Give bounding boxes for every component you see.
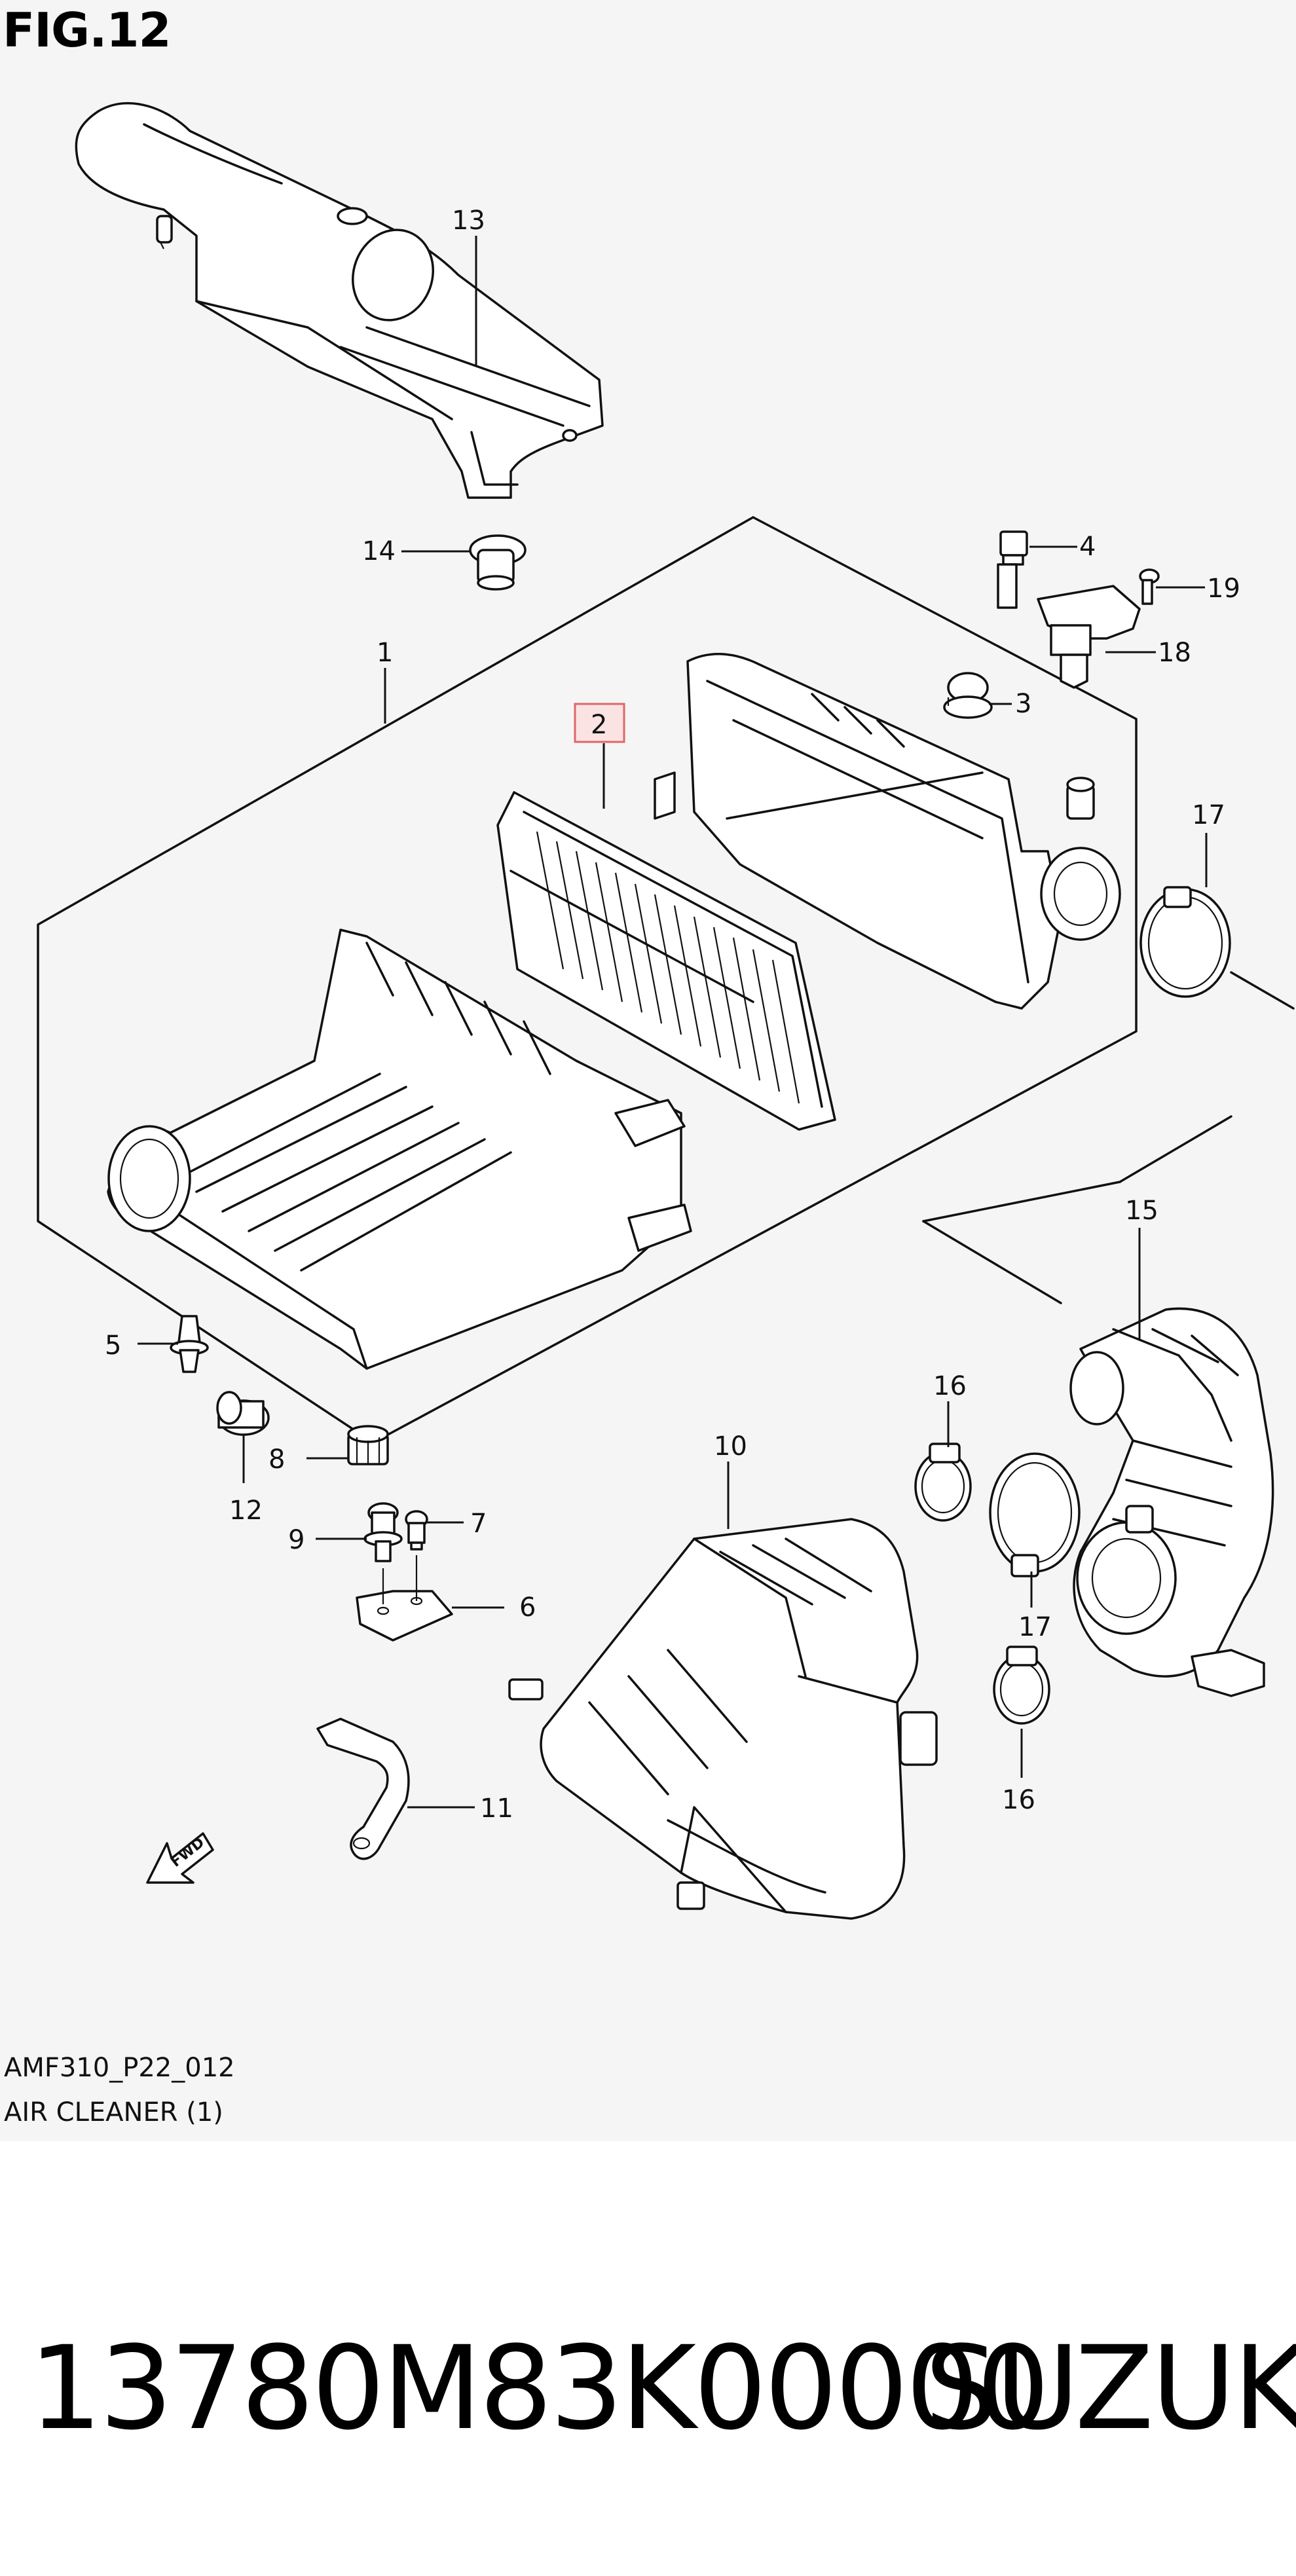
callout-16-lower: 16 [1002, 1785, 1035, 1815]
grommet-3 [943, 672, 993, 719]
air-cleaner-upper-case [654, 653, 1121, 1010]
callout-16-upper: 16 [933, 1371, 967, 1401]
exploded-parts-diagram: FWD 13 14 1 2 3 4 19 18 17 15 16 10 5 8 … [37, 101, 1295, 1920]
intake-hose-15 [1069, 1307, 1274, 1697]
callout-19: 19 [1207, 574, 1240, 604]
band-clamp-17-middle [989, 1452, 1081, 1577]
callout-11: 11 [480, 1794, 513, 1824]
callout-14: 14 [362, 536, 396, 566]
callout-5: 5 [105, 1331, 121, 1361]
air-cleaner-lower-case [107, 929, 692, 1370]
assembly-outline-15b [1119, 1115, 1232, 1183]
callout-13: 13 [452, 206, 485, 236]
forward-arrow-icon: FWD [146, 1832, 214, 1884]
air-filter-element-2 [496, 791, 836, 1131]
callout-17-upper: 17 [1192, 800, 1225, 830]
intake-duct-13 [75, 101, 604, 499]
band-clamp-17-upper [1139, 886, 1231, 998]
bracket-11 [316, 1718, 410, 1860]
assembly-outline-15 [1230, 971, 1295, 1010]
callout-12: 12 [229, 1496, 263, 1526]
figure-title: FIG.12 [3, 3, 172, 58]
hose-clamp-16-lower [993, 1646, 1050, 1725]
filter-pleats [536, 831, 800, 1104]
callout-7: 7 [470, 1509, 487, 1539]
callout-3: 3 [1015, 689, 1031, 719]
resonator-10 [508, 1518, 938, 1920]
grommet-12 [216, 1391, 270, 1436]
diagram-caption: AIR CLEANER (1) [4, 2097, 223, 2127]
callout-6: 6 [519, 1592, 536, 1623]
sensor-18 [1037, 585, 1141, 689]
diagram-code: AMF310_P22_012 [4, 2053, 235, 2083]
hose-clamp-16-upper [914, 1443, 972, 1522]
part-number: 13780M83K00000 [29, 2321, 1050, 2456]
bolt-9 [363, 1502, 403, 1562]
callout-1: 1 [377, 638, 393, 668]
bolt-7 [405, 1510, 428, 1551]
leader-lines [138, 236, 1208, 1809]
callout-10: 10 [714, 1431, 747, 1462]
screw-19 [1139, 568, 1160, 605]
callout-15: 15 [1125, 1196, 1158, 1226]
callout-9: 9 [288, 1525, 305, 1555]
assembly-outline-15c [922, 1220, 1062, 1304]
callout-8: 8 [268, 1444, 285, 1475]
callout-4: 4 [1079, 532, 1096, 562]
callout-17-lower: 17 [1018, 1612, 1052, 1642]
bolt-4 [997, 530, 1028, 609]
nut-8 [347, 1425, 389, 1465]
brand-name: SUZUKI [925, 2321, 1296, 2456]
grommet-14 [469, 534, 527, 591]
bracket-6 [356, 1555, 453, 1642]
callout-2: 2 [591, 710, 607, 740]
highlight-box-part-2 [574, 703, 625, 743]
callout-18: 18 [1158, 638, 1191, 668]
clip-5 [170, 1315, 209, 1373]
